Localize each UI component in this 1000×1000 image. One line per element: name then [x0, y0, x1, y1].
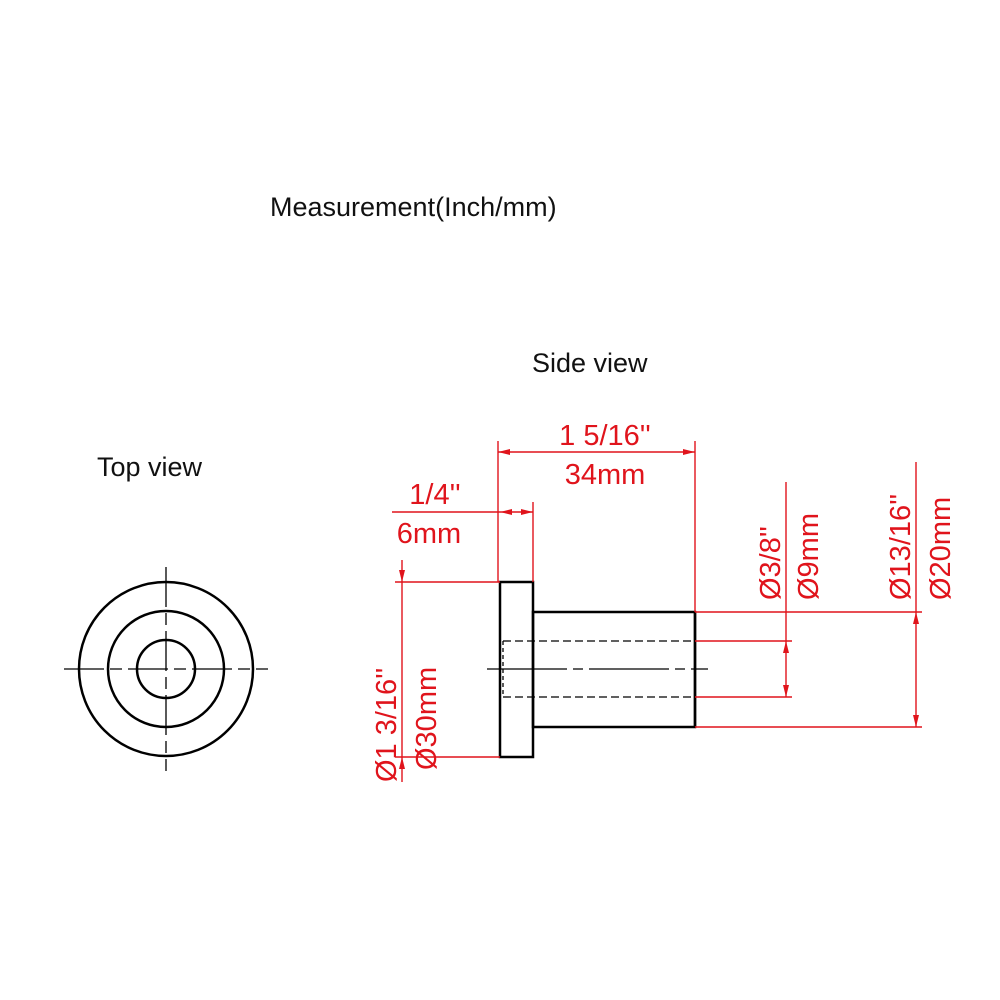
length-mm-label: 34mm — [565, 459, 646, 491]
length-inch-label: 1 5/16'' — [559, 420, 651, 452]
side-view-drawing — [487, 580, 708, 759]
shaft-diameter-inch-label: Ø13/16'' — [885, 494, 917, 600]
arrow-head — [683, 449, 695, 455]
flange-diameter-mm-label: Ø30mm — [411, 667, 443, 770]
arrow-head — [399, 570, 405, 582]
bore-diameter-mm-label: Ø9mm — [793, 513, 825, 600]
shaft-diameter-mm-label: Ø20mm — [925, 497, 957, 600]
arrow-head — [521, 509, 533, 515]
drawing-title: Measurement(Inch/mm) — [270, 192, 557, 222]
top-view-drawing — [64, 567, 268, 771]
arrow-head — [783, 685, 789, 697]
arrow-head — [399, 757, 405, 769]
bore-diameter-inch-label: Ø3/8'' — [755, 526, 787, 600]
dimension-lines — [392, 441, 922, 782]
arrow-head — [913, 715, 919, 727]
arrow-head — [783, 641, 789, 653]
arrow-head — [498, 449, 510, 455]
flange-thickness-inch-label: 1/4'' — [409, 479, 460, 511]
flange-diameter-inch-label: Ø1 3/16'' — [371, 668, 403, 782]
top-view-label: Top view — [97, 452, 203, 482]
flange-thickness-mm-label: 6mm — [397, 518, 461, 550]
arrow-head — [500, 509, 512, 515]
arrow-head — [913, 612, 919, 624]
side-view-label: Side view — [532, 348, 648, 378]
